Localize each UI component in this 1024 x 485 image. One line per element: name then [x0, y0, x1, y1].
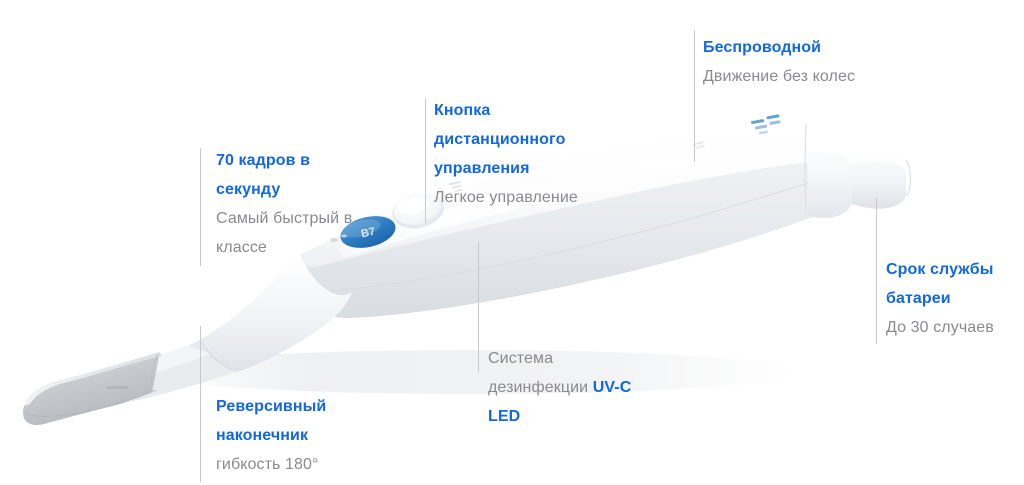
- callout-title-reversible-tip: Реверсивный наконечник: [216, 398, 327, 444]
- callout-sub-remote-button: Легкое управление: [434, 189, 578, 206]
- callout-title-wireless: Беспроводной: [703, 39, 822, 56]
- callout-remote-button: Кнопка дистанционного управления Легкое …: [434, 96, 664, 212]
- callout-reversible-tip: Реверсивный наконечник гибкость 180°: [216, 392, 416, 479]
- callout-uvc-highlight: UV-C LED: [488, 379, 632, 425]
- callout-sub-battery-life: До 30 случаев: [886, 319, 994, 336]
- callout-battery-life: Срок службы батареи До 30 случаев: [886, 255, 1024, 342]
- callout-title-battery-life: Срок службы батареи: [886, 261, 994, 307]
- callout-wireless: Беспроводной Движение без колес: [703, 33, 923, 91]
- callout-uvc-disinfection: Система дезинфекции UV-C LED: [488, 344, 698, 431]
- leader-line-reversible-tip: [200, 326, 201, 482]
- callout-sub-uvc-disinfection: Система дезинфекции UV-C LED: [488, 344, 698, 431]
- callout-title-frames-per-second: 70 кадров в секунду: [216, 152, 311, 198]
- callout-title-remote-button: Кнопка дистанционного управления: [434, 102, 566, 177]
- leader-line-frames-per-second: [200, 148, 201, 266]
- callout-uvc-lead-text: Система дезинфекции: [488, 350, 589, 396]
- callout-sub-frames-per-second: Самый быстрый в классе: [216, 210, 353, 256]
- leader-line-uvc-disinfection: [478, 242, 479, 372]
- leader-line-remote-button: [425, 98, 426, 223]
- leader-line-wireless: [694, 30, 695, 162]
- callout-sub-reversible-tip: гибкость 180°: [216, 456, 319, 473]
- leader-line-battery-life: [876, 198, 877, 344]
- brand-logo-mark: [751, 114, 781, 135]
- callout-sub-wireless: Движение без колес: [703, 68, 856, 85]
- callout-frames-per-second: 70 кадров в секунду Самый быстрый в клас…: [216, 146, 406, 262]
